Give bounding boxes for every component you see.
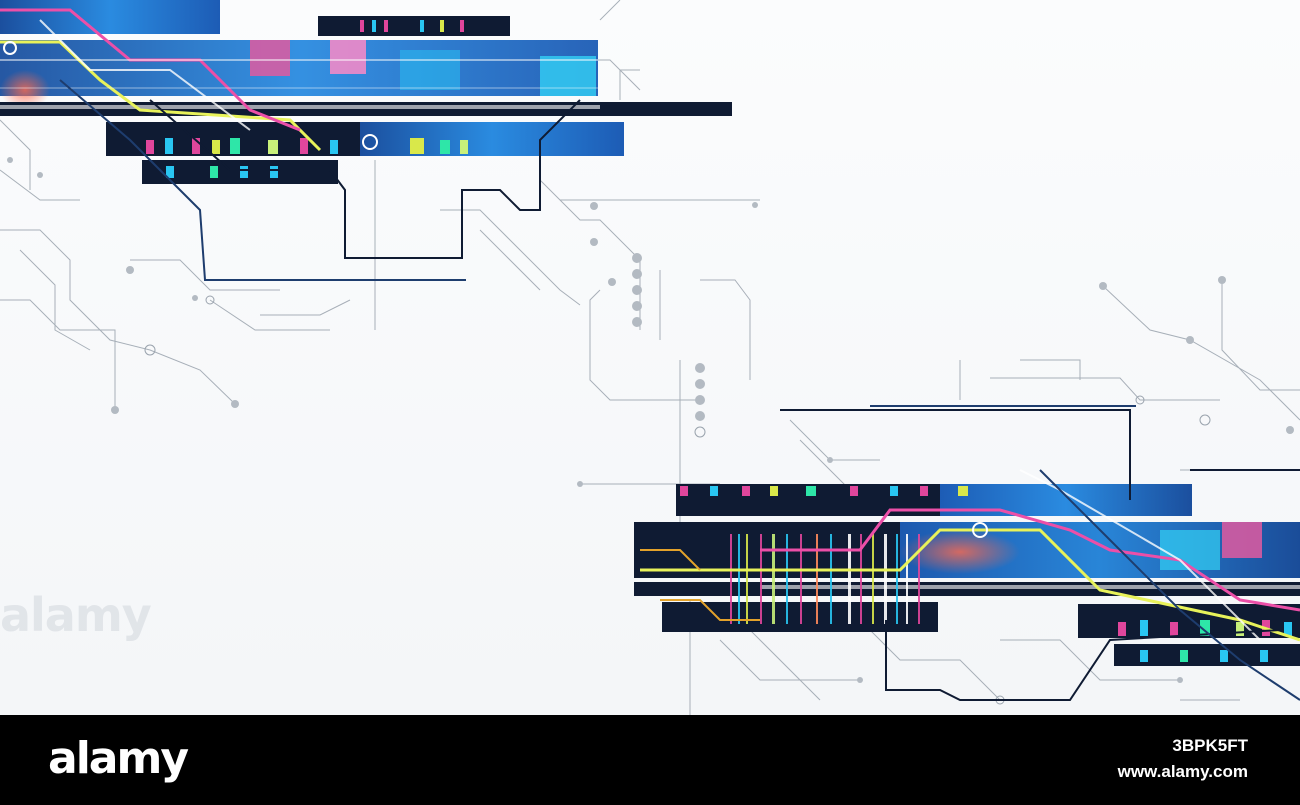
alamy-logo: alamy bbox=[48, 733, 189, 784]
glitch-bars-bottom-right bbox=[634, 405, 1300, 701]
circuit-illustration bbox=[0, 0, 1300, 715]
image-id: 3BPK5FT bbox=[1172, 736, 1248, 755]
glitch-bars-top-left bbox=[0, 0, 732, 281]
pixel-tiles-bottom-right bbox=[680, 486, 1292, 662]
stock-footer-bar: alamy 3BPK5FT www.alamy.com bbox=[0, 715, 1300, 805]
pixel-tiles-top-left bbox=[146, 20, 468, 178]
faint-watermark-text: alamy bbox=[0, 588, 152, 642]
circuit-artwork: alamy bbox=[0, 0, 1300, 715]
circuit-traces-top-left bbox=[0, 0, 760, 560]
stripe-glitch-bottom bbox=[730, 534, 920, 624]
site-url: www.alamy.com bbox=[1117, 762, 1248, 781]
circuit-nodes-top-left bbox=[7, 157, 758, 487]
